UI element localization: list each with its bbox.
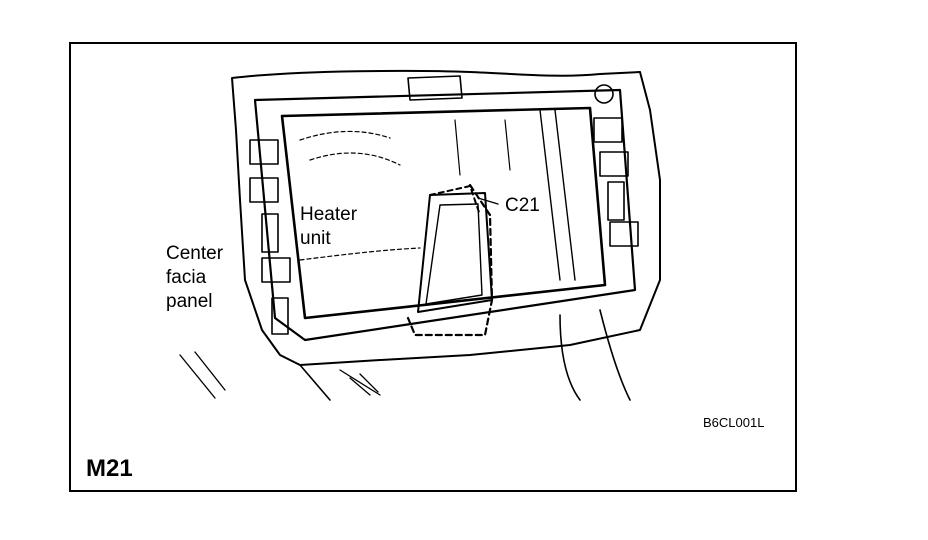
slot-right bbox=[607, 181, 625, 221]
connector-dashed-2 bbox=[429, 185, 481, 216]
label-center-line3: panel bbox=[166, 291, 213, 312]
reference-code: B6CL001L bbox=[703, 415, 765, 430]
lower-console-mid bbox=[559, 314, 581, 401]
connector-dashed bbox=[406, 183, 494, 337]
label-connector-c21: C21 bbox=[505, 195, 540, 216]
clip-3 bbox=[261, 257, 291, 283]
label-center-line2: facia bbox=[166, 267, 207, 288]
label-heater-line1: Heater bbox=[300, 204, 358, 225]
label-heater-line2: unit bbox=[300, 228, 331, 249]
clip-4 bbox=[593, 117, 623, 143]
top-knob bbox=[594, 84, 614, 104]
clip-1 bbox=[249, 139, 279, 165]
slot-left bbox=[261, 213, 279, 253]
slot-left-2 bbox=[271, 297, 289, 335]
label-center-line1: Center bbox=[166, 243, 224, 264]
clip-2 bbox=[249, 177, 279, 203]
figure-frame bbox=[69, 42, 797, 492]
label-heater-unit: Heater unit bbox=[300, 203, 357, 251]
lower-console-left bbox=[299, 364, 331, 401]
facia-window bbox=[280, 106, 607, 320]
dash-outline bbox=[231, 69, 661, 366]
top-vent bbox=[407, 75, 463, 101]
clip-6 bbox=[609, 221, 639, 247]
figure-id: M21 bbox=[86, 455, 133, 482]
label-center-facia-panel: Center facia panel bbox=[166, 242, 223, 314]
clip-5 bbox=[599, 151, 629, 177]
heater-duct bbox=[417, 192, 493, 313]
lower-console-right bbox=[599, 309, 631, 401]
c21-leader bbox=[477, 197, 499, 205]
heater-duct-inner bbox=[425, 203, 483, 305]
